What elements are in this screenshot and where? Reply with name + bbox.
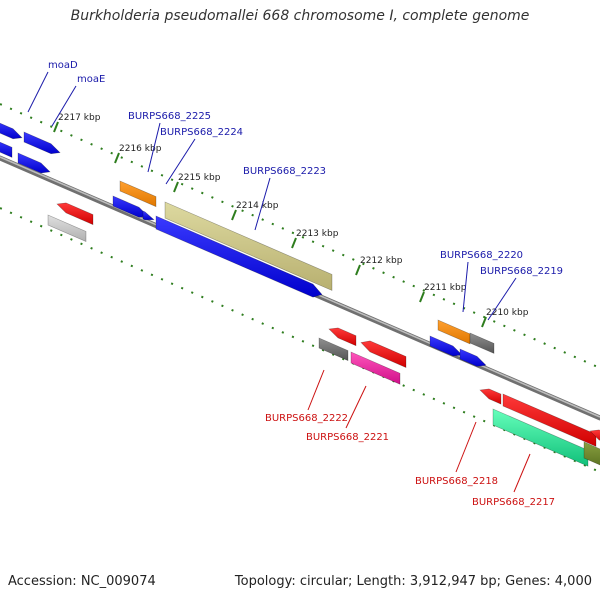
leader-line <box>455 421 477 473</box>
gene-features <box>0 122 600 467</box>
tick-1: 2216 kbp <box>114 144 162 164</box>
gene-2219b-bar <box>459 348 487 367</box>
tick-mark <box>114 152 120 164</box>
leader-line <box>254 177 271 231</box>
leader-line <box>165 138 196 185</box>
gene-moaE-bar <box>23 131 61 155</box>
gene-2222-red <box>328 327 357 347</box>
leader-line <box>513 453 531 493</box>
gene-label-6: BURPS668_2219 <box>480 266 563 321</box>
gene-label-text: BURPS668_2225 <box>128 111 211 122</box>
tick-marks: 2217 kbp 2216 kbp 2215 kbp 2214 kbp 2213 kbp… <box>53 113 529 328</box>
gene-label-0: moaD <box>27 60 78 113</box>
tick-7: 2210 kbp <box>481 308 529 328</box>
tick-label: 2215 kbp <box>178 173 221 183</box>
leader-line <box>27 71 49 113</box>
gene-label-10: BURPS668_2217 <box>472 453 555 508</box>
leader-line <box>51 85 77 127</box>
tick-label: 2214 kbp <box>236 201 279 211</box>
tick-mark <box>231 209 237 221</box>
tick-label: 2217 kbp <box>58 113 101 123</box>
tick-label: 2210 kbp <box>486 308 529 318</box>
gene-label-text: BURPS668_2221 <box>306 432 389 443</box>
gene-2219-bar <box>469 332 495 354</box>
gene-moaD-bar <box>0 122 23 140</box>
gene-label-text: BURPS668_2220 <box>440 250 523 261</box>
leader-line <box>487 277 517 321</box>
gene-2221-bar <box>350 351 401 385</box>
gene-labels: moaD moaE BURPS668_2225BURPS668_2224BURPS6… <box>27 60 563 508</box>
gene-label-text: BURPS668_2222 <box>265 413 348 424</box>
gene-label-text: BURPS668_2217 <box>472 497 555 508</box>
tick-mark <box>291 237 297 249</box>
gene-2217-bar <box>492 408 589 467</box>
gene-label-text: BURPS668_2224 <box>160 127 243 138</box>
tick-4: 2213 kbp <box>291 229 339 249</box>
accession-text: Accession: NC_009074 <box>8 574 156 589</box>
gene-label-text: BURPS668_2223 <box>243 166 326 177</box>
gene-label-2: BURPS668_2225 <box>128 111 211 173</box>
gene-upper2-bar <box>17 152 51 174</box>
gene-label-text: moaE <box>77 74 105 85</box>
leader-line <box>462 261 469 313</box>
genome-summary-text: Topology: circular; Length: 3,912,947 bp… <box>234 574 592 589</box>
gene-2223-bar <box>164 201 333 291</box>
gene-label-5: BURPS668_2220 <box>440 250 523 313</box>
gene-label-7: BURPS668_2222 <box>265 369 348 424</box>
gene-2224b-bar <box>142 210 155 221</box>
tick-0: 2217 kbp <box>53 113 101 133</box>
tick-label: 2213 kbp <box>296 229 339 239</box>
tick-mark <box>481 316 487 328</box>
leader-line <box>147 122 161 173</box>
gene-label-3: BURPS668_2224 <box>160 127 243 185</box>
gene-left-gray <box>47 214 87 242</box>
gene-2218b-red <box>502 393 597 447</box>
tick-mark <box>53 121 59 133</box>
gene-upper-bar <box>0 141 13 158</box>
tick-mark <box>419 291 425 303</box>
tick-mark <box>355 264 361 276</box>
tick-mark <box>173 181 179 193</box>
tick-label: 2212 kbp <box>360 256 403 266</box>
gene-2220-bar <box>437 319 471 345</box>
gene-2220b-bar <box>429 335 463 357</box>
leader-line <box>345 385 367 429</box>
gene-2218-red <box>479 388 502 405</box>
map-title: Burkholderia pseudomallei 668 chromosome… <box>70 8 530 24</box>
gene-label-4: BURPS668_2223 <box>243 166 326 231</box>
gene-edge-red <box>589 429 600 441</box>
gene-left-red <box>56 202 94 226</box>
tick-2: 2215 kbp <box>173 173 221 193</box>
tick-label: 2211 kbp <box>424 283 467 293</box>
gene-2222-bar <box>318 337 349 362</box>
tick-6: 2211 kbp <box>419 283 467 303</box>
tick-label: 2216 kbp <box>119 144 162 154</box>
gene-2221-red <box>360 340 407 368</box>
gene-label-9: BURPS668_2218 <box>415 421 498 487</box>
gene-2223b-bar <box>155 215 323 298</box>
gene-2225-bar <box>119 180 157 208</box>
tick-5: 2212 kbp <box>355 256 403 276</box>
gene-2217b-bar <box>583 441 600 466</box>
leader-line <box>307 369 325 411</box>
gene-label-8: BURPS668_2221 <box>306 385 389 443</box>
gene-label-1: moaE <box>51 74 105 127</box>
gene-label-text: BURPS668_2219 <box>480 266 563 277</box>
tick-3: 2214 kbp <box>231 201 279 221</box>
gene-label-text: moaD <box>48 60 78 71</box>
gene-label-text: BURPS668_2218 <box>415 476 498 487</box>
